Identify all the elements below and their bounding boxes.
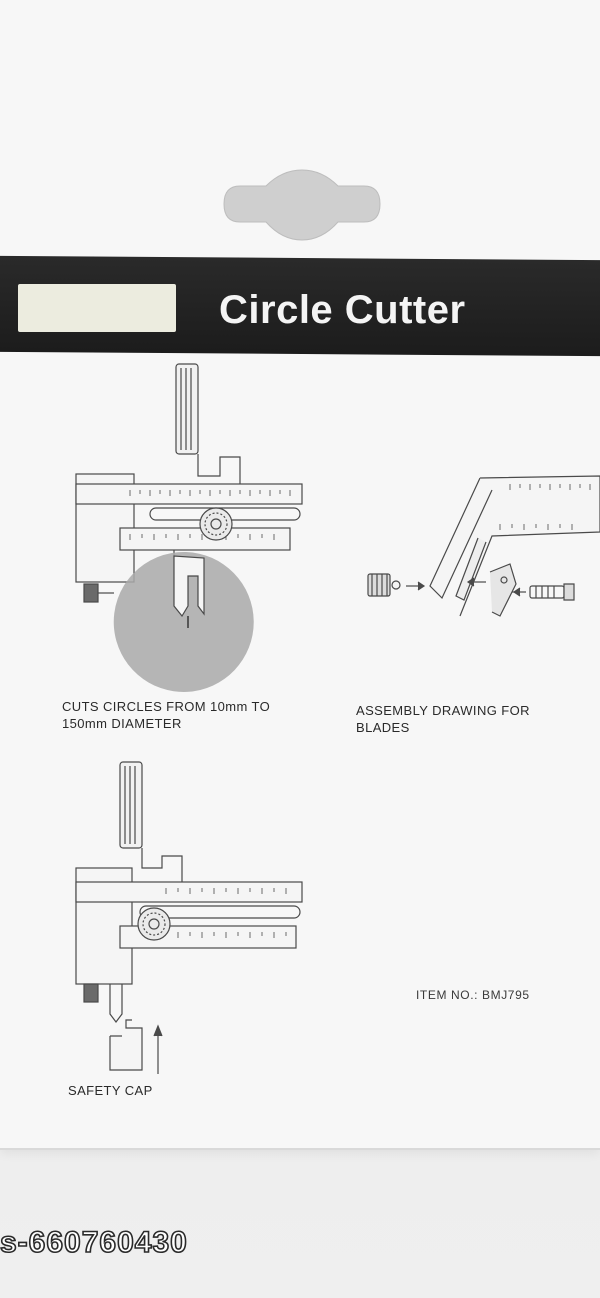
label-patch [18,284,176,332]
caption-cuts-circles: CUTS CIRCLES FROM 10mm TO 150mm DIAMETER [62,699,271,731]
cutter-diagram [75,363,303,692]
product-title: Circle Cutter [219,288,466,332]
package-card: Circle Cutter [0,169,600,1150]
assembly-diagram [367,475,600,617]
caption-safety-cap: SAFETY CAP [68,1083,153,1098]
item-number: ITEM NO.: BMJ795 [416,988,530,1002]
sku-watermark: s-660760430 [0,1225,188,1260]
hang-hole [223,169,381,241]
caption-assembly: ASSEMBLY DRAWING FOR BLADES [356,703,530,735]
safety-cap-diagram [75,761,303,1074]
